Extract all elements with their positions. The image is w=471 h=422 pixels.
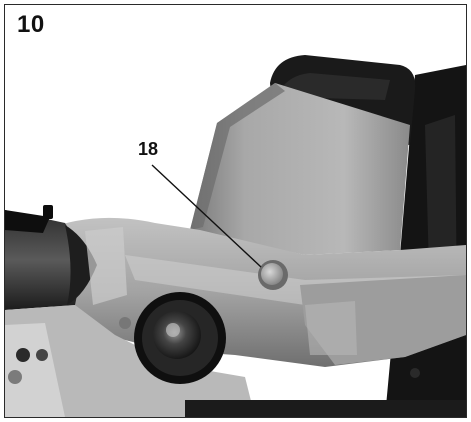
callout-leader-line [151,164,262,268]
figure-number: 10 [17,11,45,38]
front-handle [5,210,85,310]
button-18-icon [258,260,288,290]
chainsaw-photo [5,55,466,417]
warning-label-icon [16,348,30,362]
tank-body [190,83,410,255]
tension-knob-icon [134,292,226,384]
lower-housing [5,305,255,417]
callout-label-18: 18 [138,139,159,159]
figure-frame: 10 18 [4,4,467,418]
